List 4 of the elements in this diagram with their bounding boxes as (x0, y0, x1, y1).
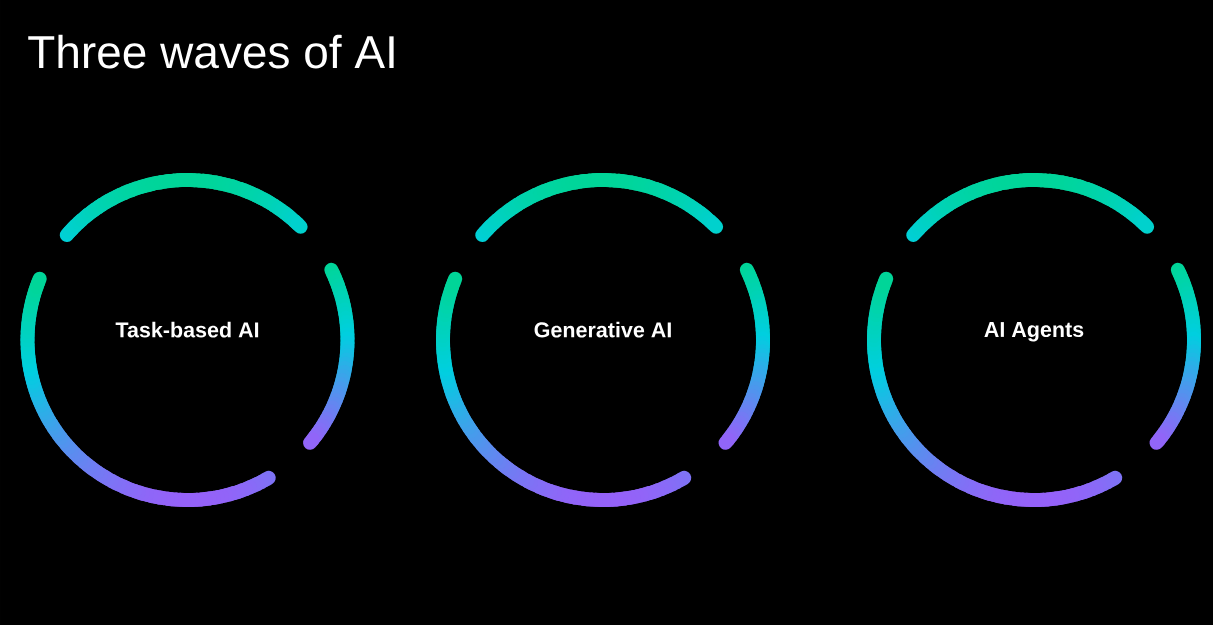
node-label: Generative AI (534, 321, 671, 338)
title: Three waves of AI (28, 34, 394, 69)
node-label: Task-based AI (115, 321, 259, 338)
node-label: AI Agents (984, 322, 1084, 342)
